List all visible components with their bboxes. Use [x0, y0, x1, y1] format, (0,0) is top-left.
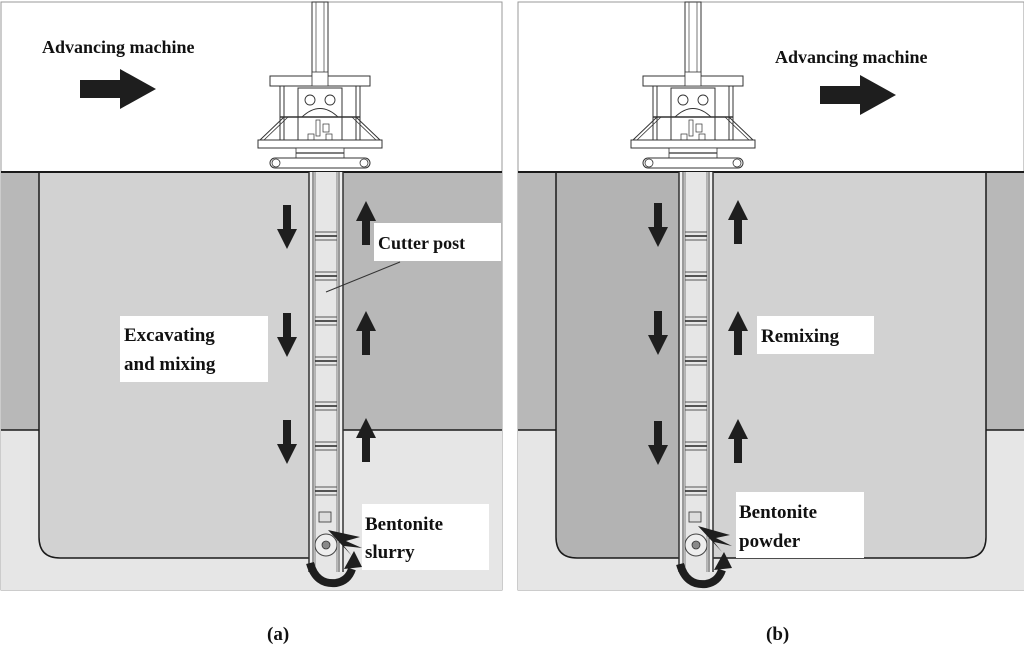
- panel-a-post-label: Cutter post: [378, 233, 465, 253]
- panel-b-direction-label: Advancing machine: [775, 47, 928, 67]
- panel-b-process-label-box: [757, 316, 874, 354]
- panel-b-caption: (b): [766, 624, 789, 645]
- panel-b-additive-label-line2: powder: [739, 531, 801, 552]
- panel-a-post-bands: [315, 231, 337, 496]
- panel-a-additive-label-box: [362, 504, 489, 570]
- panel-a-process-label-line2: and mixing: [124, 354, 216, 375]
- panel-a-additive-label-line1: Bentonite: [365, 514, 443, 535]
- panel-a-process-label-line1: Excavating: [124, 325, 215, 346]
- panel-a-injection-jet-icon: [328, 530, 362, 556]
- panel-b-cutter-head: [684, 511, 708, 557]
- panel-a-caption: (a): [267, 624, 289, 645]
- panel-a-direction-label: Advancing machine: [42, 37, 195, 57]
- panel-a-additive-label-line2: slurry: [365, 542, 415, 563]
- panel-b-soil-left: [518, 172, 556, 430]
- panel-a-post-leader-line: [325, 261, 401, 293]
- panel-a-cutter-head: [314, 511, 338, 557]
- panel-a: Advancing machine Cutter post Excavating…: [0, 1, 503, 645]
- panel-b-injection-jet-icon: [698, 526, 732, 552]
- panel-b-additive-label-box: [736, 492, 864, 558]
- panel-b-additive-label-line1: Bentonite: [739, 502, 817, 523]
- panel-a-soil-left: [1, 172, 39, 430]
- panel-a-post-label-box: [374, 223, 501, 261]
- panel-b-soil-right: [986, 172, 1024, 430]
- panel-b-premixed-zone: [555, 171, 683, 559]
- panel-b-post-bands: [685, 231, 707, 496]
- panel-a-process-label-box: [120, 316, 268, 382]
- panel-b-process-label: Remixing: [761, 326, 840, 347]
- panel-b: Advancing machine Remixing Bentonite pow…: [517, 1, 1024, 645]
